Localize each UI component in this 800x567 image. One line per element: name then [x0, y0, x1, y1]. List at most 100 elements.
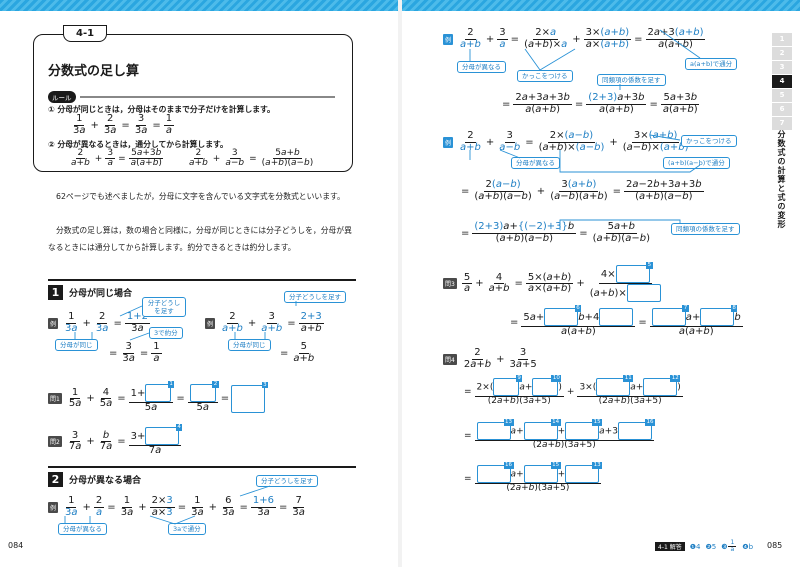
chapter-tab-5[interactable]: 5	[772, 89, 792, 102]
answer-1: ❶4	[689, 542, 701, 551]
answer-box-12[interactable]: 12	[643, 375, 681, 396]
section-badge: 4-1	[63, 25, 108, 42]
section2-number: 2	[48, 472, 63, 487]
answers-label: 4-1 解答	[655, 542, 685, 552]
section1-title: 分母が同じ場合	[69, 289, 133, 299]
rule-label: ルール	[48, 91, 335, 103]
chapter-tab-6[interactable]: 6	[772, 103, 792, 116]
intro-paragraph-2: 分数式の足し算は，数の場合と同様に，分母が同じときには分子どうしを，分母が異なる…	[48, 226, 352, 252]
section2-rule	[48, 466, 356, 468]
question4-label: 問4	[443, 353, 457, 365]
answer-box-3[interactable]: 3	[231, 381, 269, 413]
answer-box-17[interactable]: 16	[476, 462, 514, 483]
answer-box-18[interactable]: 15	[523, 462, 561, 483]
answer-box-2[interactable]: 2	[189, 381, 219, 402]
rule-box	[33, 34, 353, 172]
section2-title: 分母が異なる場合	[69, 476, 142, 486]
answer-box-8[interactable]: 8	[700, 305, 738, 326]
answer-box-6b[interactable]	[599, 308, 634, 326]
section2-heading: 2 分母が異なる場合	[48, 472, 141, 487]
r-callout-common-ab2: (a+b)(a−b)で通分	[663, 157, 730, 170]
answer-box-7[interactable]: 7	[651, 305, 689, 326]
r-callout-different-denominator-2: 分母が異なる	[511, 157, 560, 170]
answer-box-4[interactable]: 4	[145, 424, 183, 445]
answer-box-11[interactable]: 11	[596, 375, 634, 396]
r-callout-like-terms-2: 同類項の係数を足す	[671, 223, 740, 236]
callout-reduce-3: 3で約分	[149, 327, 183, 340]
callout-add-numerators-1: 分子どうしを足す	[142, 297, 186, 318]
section1-rule	[48, 279, 356, 281]
answer-box-13[interactable]: 13	[476, 419, 514, 440]
answer-box-15[interactable]: 15	[565, 419, 603, 440]
answer-box-10[interactable]: 10	[532, 375, 562, 396]
answer-box-14[interactable]: 14	[523, 419, 561, 440]
chapter-tab-1[interactable]: 1	[772, 33, 792, 46]
r-callout-common-ab: a(a+b)で通分	[685, 58, 738, 71]
callout-different-denominator-1: 分母が異なる	[58, 523, 107, 536]
chapter-tab-7[interactable]: 7	[772, 117, 792, 130]
callout-add-numerators-3: 分子どうしを足す	[256, 475, 318, 488]
right-page-number: 085	[767, 541, 783, 550]
rule-rule-line	[79, 96, 335, 98]
rule-label-text: ルール	[48, 91, 76, 103]
answer-box-6[interactable]: 6	[544, 305, 582, 326]
r-callout-different-denominator-1: 分母が異なる	[457, 61, 506, 74]
answer-3-mark: ❸	[721, 542, 728, 551]
answer-3-num: 1	[728, 539, 737, 548]
question3-label: 問3	[443, 278, 457, 289]
section1-heading: 1 分母が同じ場合	[48, 285, 132, 300]
r-callout-like-terms-1: 同類項の係数を足す	[597, 74, 666, 87]
r-example-2-step2: = 2(a−b)(a+b)(a−b)+ 3(a+b)(a−b)(a+b)= 2a…	[461, 179, 704, 202]
example-label-b: 例	[205, 317, 216, 329]
answer-box-16[interactable]: 16	[617, 419, 655, 440]
intro-paragraph-1: 62ページでも述べましたが，分母に文字を含んでいる文字式を分数式といいます。	[56, 192, 345, 201]
answer-3-den: a	[730, 546, 735, 554]
left-page-number: 084	[8, 541, 24, 550]
callout-add-numerators-2: 分子どうしを足す	[284, 291, 346, 304]
rule1-text: ① 分母が同じときは，分母はそのままで分子だけを計算します。	[48, 105, 275, 114]
callout-common-3a: 3aで通分	[168, 523, 206, 536]
callout-same-denominator-1: 分母が同じ	[55, 339, 98, 352]
answer-box-5b[interactable]	[626, 284, 661, 302]
page-title: 分数式の足し算	[48, 64, 140, 79]
callout-same-denominator-2: 分母が同じ	[228, 339, 271, 352]
answer-box-1[interactable]: 1	[145, 381, 175, 402]
r-example-2-step3: = (2+3)a+{(−2)+3}b(a+b)(a−b)= 5a+b(a+b)(…	[461, 221, 650, 244]
answer-4: ❹b	[742, 542, 754, 551]
answer-box-5[interactable]: 5	[615, 262, 653, 283]
page-gutter	[398, 0, 402, 567]
r-callout-parentheses-1: かっこをつける	[517, 70, 573, 83]
answer-box-9[interactable]: 9	[493, 375, 523, 396]
answer-2: ❷5	[705, 542, 717, 551]
answer-box-19[interactable]: 13	[565, 462, 603, 483]
r-example1-label: 例	[443, 33, 454, 45]
chapter-tab-2[interactable]: 2	[772, 47, 792, 60]
chapter-tab-3[interactable]: 3	[772, 61, 792, 74]
question2-label: 問2	[48, 436, 62, 448]
r-example2-label: 例	[443, 136, 454, 148]
chapter-tab-4[interactable]: 4	[772, 75, 792, 88]
